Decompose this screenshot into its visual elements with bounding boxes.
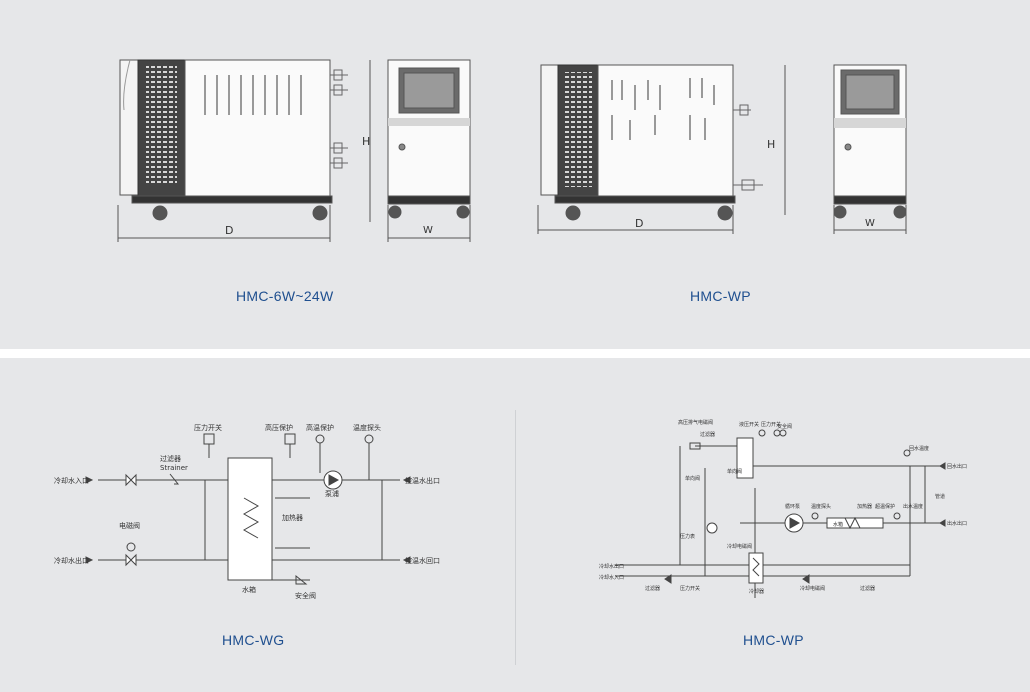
wg-label-cool-out: 冷却水出口 bbox=[54, 556, 89, 565]
wg-label-safety-valve: 安全阀 bbox=[295, 591, 316, 600]
machine-6w-side-view bbox=[117, 59, 371, 242]
wg-label-heater: 加热器 bbox=[282, 513, 303, 522]
wp-label-high-temp: 超温保护 bbox=[875, 503, 895, 510]
wp-label-return-temp: 回水温度 bbox=[909, 445, 929, 452]
wp-label-pressure-gauge: 压力表 bbox=[680, 533, 695, 540]
wg-label-high-temp: 高温保护 bbox=[306, 423, 334, 432]
wg-label-temp-probe: 温度探头 bbox=[353, 423, 381, 432]
wp-label-level-switch: 液压开关 bbox=[739, 421, 759, 428]
wp-label-filter2: 过滤器 bbox=[645, 585, 660, 592]
wg-label-mold-in: 控温水回口 bbox=[405, 556, 440, 565]
wp-label-safety-valve: 安全阀 bbox=[777, 423, 792, 430]
dim-h-label: H bbox=[767, 138, 775, 151]
dim-w-label: W bbox=[865, 218, 875, 229]
caption-hmc-wp-bottom: HMC-WP bbox=[743, 632, 804, 648]
hmc-wp-schematic: 高压排气电磁阀 过滤器 液压开关 压力开关 安全阀 回水温度 回水出口 单向阀 … bbox=[599, 419, 967, 598]
wp-label-press-switch2: 压力开关 bbox=[680, 585, 700, 592]
caption-hmc-wg: HMC-WG bbox=[222, 632, 285, 648]
machine-wp-front-view bbox=[833, 64, 907, 234]
panel-divider bbox=[515, 410, 516, 665]
wp-label-pipe: 管道 bbox=[935, 493, 945, 500]
wg-label-pump: 泵浦 bbox=[325, 489, 339, 498]
dim-d-label: D bbox=[225, 224, 233, 237]
wg-label-pressure-switch: 压力开关 bbox=[194, 423, 222, 432]
dim-d-label: D bbox=[635, 217, 643, 230]
wp-label-out-port: 出水出口 bbox=[947, 520, 967, 527]
wp-label-filter: 过滤器 bbox=[700, 431, 715, 438]
wp-label-cool-in: 冷却水入口 bbox=[599, 574, 624, 581]
machine-wp-side-view bbox=[537, 64, 786, 234]
wp-label-pump: 循环泵 bbox=[785, 503, 800, 510]
caption-hmc-6w-24w: HMC-6W~24W bbox=[236, 288, 334, 304]
wp-label-cool-out: 冷却水出口 bbox=[599, 563, 624, 570]
wp-label-check-valve: 单向阀 bbox=[685, 475, 700, 482]
wg-label-tank: 水箱 bbox=[242, 585, 256, 594]
wg-label-cool-in: 冷却水入口 bbox=[54, 476, 89, 485]
wp-label-pressure-switch: 压力开关 bbox=[761, 421, 781, 428]
wp-label-return-port: 回水出口 bbox=[947, 463, 967, 470]
wp-label-temp-probe: 温度探头 bbox=[811, 503, 831, 510]
wp-label-cool-sol2: 冷却电磁阀 bbox=[800, 585, 825, 592]
wp-label-sight-glass: 单向阀 bbox=[727, 468, 742, 475]
caption-hmc-wp-top: HMC-WP bbox=[690, 288, 751, 304]
wp-label-out-temp: 出水温度 bbox=[903, 503, 923, 510]
wg-label-solenoid: 电磁阀 bbox=[119, 521, 140, 530]
machine-drawings: D H W D H bbox=[117, 59, 907, 242]
wp-label-heater: 加热器 bbox=[857, 503, 872, 510]
wp-label-filter3: 过滤器 bbox=[860, 585, 875, 592]
wg-label-strainer-cn: 过滤器 bbox=[160, 454, 181, 463]
wg-label-strainer-en: Strainer bbox=[160, 464, 188, 472]
hmc-wg-schematic: 压力开关 高压保护 高温保护 温度探头 过滤器 Strainer 冷却水入口 冷… bbox=[54, 423, 440, 600]
wp-label-cooler: 冷却器 bbox=[749, 588, 764, 595]
dim-h-label: H bbox=[362, 135, 370, 148]
wp-label-solenoid-air: 高压排气电磁阀 bbox=[678, 419, 713, 426]
machine-6w-front-view bbox=[387, 59, 471, 242]
wg-label-high-pressure: 高压保护 bbox=[265, 423, 293, 432]
dim-w-label: W bbox=[423, 225, 433, 236]
wp-label-tank: 水箱 bbox=[833, 521, 843, 528]
wp-label-cool-solenoid: 冷却电磁阀 bbox=[727, 543, 752, 550]
wg-label-mold-out: 控温水出口 bbox=[405, 476, 440, 485]
